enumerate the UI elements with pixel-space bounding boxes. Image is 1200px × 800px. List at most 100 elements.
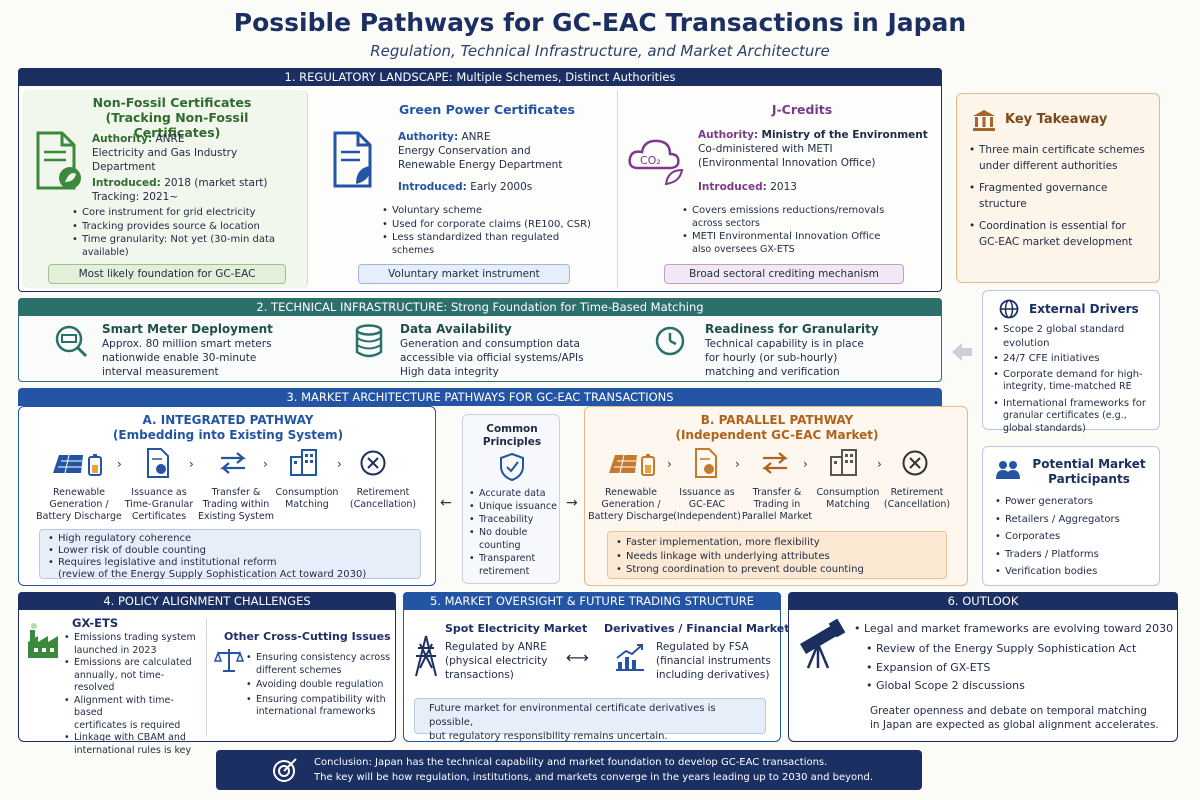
- spot-l1: Regulated by ANRE: [445, 641, 547, 653]
- smart-meter-l2: nationwide enable 30-minute: [102, 352, 257, 364]
- pathway-a-card: A. INTEGRATED PATHWAY (Embedding into Ex…: [18, 406, 436, 586]
- list-item: Faster implementation, more flexibility: [614, 536, 940, 550]
- list-item-cont: structure: [979, 198, 1027, 210]
- arrow-left-icon: [950, 340, 974, 364]
- arrow-right-icon: ›: [337, 457, 342, 471]
- certificate-clock-icon: [145, 447, 171, 479]
- list-item: Tracking provides source & location: [70, 220, 306, 234]
- gpc-authority-detail-2: Renewable Energy Department: [398, 159, 563, 171]
- data-availability-l3: High data integrity: [400, 366, 499, 378]
- list-item-cont: retirement: [479, 566, 530, 577]
- pathway-a-summary: High regulatory coherence Lower risk of …: [39, 529, 421, 580]
- list-item-cont: GC-EAC market development: [979, 236, 1133, 248]
- list-item-cont: (review of the Energy Supply Sophisticat…: [58, 569, 367, 580]
- nfc-title-2: (Tracking Non-Fossil Certificates): [105, 110, 249, 140]
- pathway-a-title: A. INTEGRATED PATHWAY: [142, 413, 314, 427]
- transfer-arrows-icon: [761, 451, 789, 475]
- external-drivers-list: Scope 2 global standard evolution 24/7 C…: [991, 323, 1159, 435]
- list-item-cont: certificates is required: [74, 719, 181, 731]
- list-item: Traceability: [467, 513, 559, 526]
- arrow-right-icon: ›: [877, 457, 882, 471]
- jcredits-card: J-Credits CO₂ Authority: Ministry of the…: [622, 90, 938, 288]
- bank-icon: [971, 108, 997, 132]
- solar-battery-icon: [607, 451, 657, 479]
- gpc-bullets: Voluntary scheme Used for corporate clai…: [380, 204, 616, 257]
- pathway-b-subtitle: (Independent GC-EAC Market): [675, 428, 879, 442]
- smart-meter-icon: [54, 324, 88, 358]
- list-item: Ensuring consistency across: [244, 652, 394, 665]
- nfc-pill: Most likely foundation for GC-EAC: [48, 264, 286, 284]
- list-item: Transparent: [467, 552, 559, 565]
- list-item: No double: [467, 526, 559, 539]
- list-item: Traders / Platforms: [993, 546, 1157, 564]
- jcredits-title: J-Credits: [771, 102, 833, 117]
- jcredits-bullets: Covers emissions reductions/removals acr…: [680, 204, 934, 256]
- common-principles-title: Common: [486, 423, 538, 435]
- nfc-authority-detail-1: Electricity and Gas Industry: [92, 147, 238, 159]
- page-title: Possible Pathways for GC-EAC Transaction…: [233, 8, 967, 37]
- jcredits-pill: Broad sectoral crediting mechanism: [664, 264, 904, 284]
- buildings-icon: [289, 447, 319, 477]
- section-5-banner: 5. MARKET OVERSIGHT & FUTURE TRADING STR…: [403, 592, 781, 610]
- list-item: Emissions are calculated: [62, 657, 202, 670]
- section-3-banner: 3. MARKET ARCHITECTURE PATHWAYS FOR GC-E…: [18, 388, 942, 406]
- list-item: 24/7 CFE initiatives: [991, 352, 1159, 366]
- nfc-authority: Authority: ANRE: [92, 133, 185, 145]
- double-arrow-icon: ⟷: [566, 648, 589, 667]
- spot-l3: transactions): [445, 669, 514, 681]
- nfc-card: Non-Fossil Certificates (Tracking Non-Fo…: [22, 90, 308, 288]
- list-item-cont: international frameworks: [256, 706, 376, 717]
- readiness-l1: Technical capability is in place: [705, 338, 864, 350]
- gx-ets-title: GX-ETS: [72, 616, 119, 630]
- list-item-cont: granular certificates (e.g.,: [1003, 410, 1127, 421]
- participants-list: Power generators Retailers / Aggregators…: [993, 493, 1157, 581]
- deriv-l2: (financial instruments: [656, 655, 771, 667]
- gx-ets-list: Emissions trading system launched in 202…: [62, 632, 202, 757]
- data-availability-l1: Generation and consumption data: [400, 338, 580, 350]
- external-drivers-title: External Drivers: [1029, 302, 1139, 316]
- pathway-a-subtitle: (Embedding into Existing System): [112, 428, 344, 442]
- certificate-icon: [693, 447, 719, 479]
- people-icon: [995, 459, 1021, 481]
- arrow-right-icon: ›: [189, 457, 194, 471]
- list-item: Fragmented governance: [967, 180, 1157, 196]
- arrow-right-icon: ›: [117, 457, 122, 471]
- list-item: Used for corporate claims (RE100, CSR): [380, 218, 616, 232]
- participants-title: Potential Market: [1032, 457, 1146, 471]
- nfc-authority-detail-2: Department: [92, 161, 156, 173]
- list-item: Coordination is essential for: [967, 218, 1157, 234]
- common-principles-card: Common Principles Accurate data Unique i…: [462, 414, 560, 584]
- key-takeaway-title: Key Takeaway: [1005, 112, 1108, 127]
- list-item: Three main certificate schemes: [967, 142, 1157, 158]
- list-item-cont: launched in 2023: [74, 644, 157, 656]
- list-item: Needs linkage with underlying attributes: [614, 550, 940, 564]
- gpc-authority-detail-1: Energy Conservation and: [398, 145, 531, 157]
- nfc-bullets: Core instrument for grid electricity Tra…: [70, 206, 306, 259]
- jcredits-authority-detail-1: Co-dministered with METI: [698, 143, 833, 155]
- list-item-cont: under different authorities: [979, 160, 1118, 172]
- solar-battery-icon: [51, 451, 105, 479]
- shield-check-icon: [499, 452, 525, 482]
- section-4-banner: 4. POLICY ALIGNMENT CHALLENGES: [18, 592, 396, 610]
- list-item: Voluntary scheme: [380, 204, 616, 218]
- list-item-cont: integrity, time-matched RE: [1003, 381, 1132, 392]
- arrow-right-icon: ›: [803, 457, 808, 471]
- readiness-l2: for hourly (or sub-hourly): [705, 352, 838, 364]
- power-tower-icon: [412, 634, 440, 678]
- common-principles-list: Accurate data Unique issuance Traceabili…: [467, 487, 559, 578]
- common-principles-title-2: Principles: [482, 436, 542, 448]
- deriv-l3: including derivatives): [656, 669, 770, 681]
- pathway-b-card: B. PARALLEL PATHWAY (Independent GC-EAC …: [584, 406, 968, 586]
- jcredits-authority-detail-2: (Environmental Innovation Office): [698, 157, 876, 169]
- spot-l2: (physical electricity: [445, 655, 548, 667]
- list-item: Emissions trading system: [62, 632, 202, 645]
- gpc-introduced: Introduced: Early 2000s: [398, 181, 533, 193]
- readiness-title: Readiness for Granularity: [705, 322, 879, 336]
- list-item: Review of the Energy Supply Sophisticati…: [864, 640, 1164, 659]
